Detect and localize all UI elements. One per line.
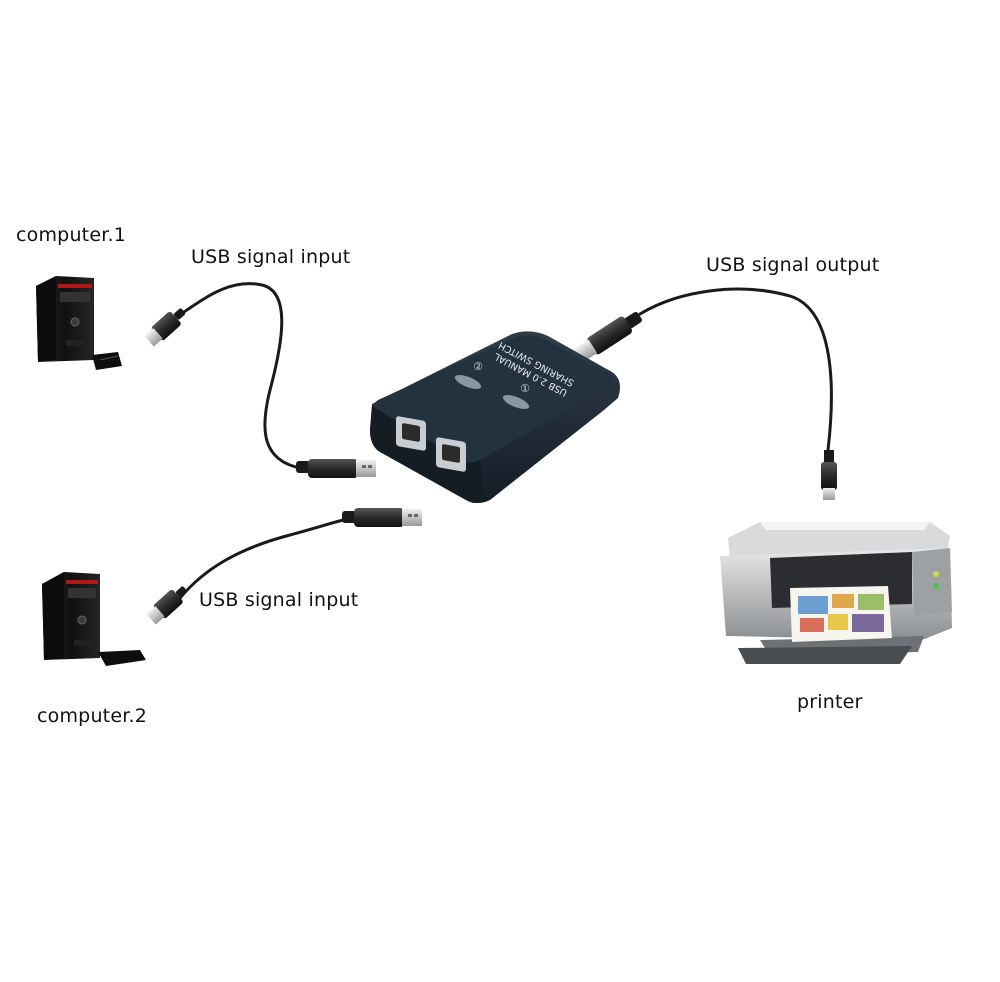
computer-1-label: computer.1 xyxy=(16,224,127,246)
printer-device xyxy=(720,522,952,664)
usb-signal-input-top-label: USB signal input xyxy=(191,246,351,268)
computer-2-tower xyxy=(42,572,146,666)
switch-port-mark-2: ② xyxy=(473,360,483,373)
switch-port-mark-1: ① xyxy=(520,382,530,395)
usb-b-plug-computer1 xyxy=(144,308,186,347)
computer-1-tower xyxy=(36,276,122,370)
usb-b-plug-printer xyxy=(821,450,837,500)
cable-computer1 xyxy=(176,282,302,470)
usb-a-plug-bottom-input xyxy=(342,508,422,527)
cable-printer xyxy=(638,287,833,452)
cable-computer2 xyxy=(178,516,354,600)
usb-sharing-switch-box: USB 2.0 MANUAL SHARING SWITCH ② ① xyxy=(370,331,620,503)
printout-paper xyxy=(790,586,892,642)
usb-a-plug-top-input xyxy=(296,459,376,478)
usb-b-plug-computer2 xyxy=(146,586,188,625)
usb-signal-output-label: USB signal output xyxy=(706,254,880,276)
usb-signal-input-bottom-label: USB signal input xyxy=(199,589,359,611)
computer-2-label: computer.2 xyxy=(37,705,148,727)
printer-label: printer xyxy=(797,691,863,713)
